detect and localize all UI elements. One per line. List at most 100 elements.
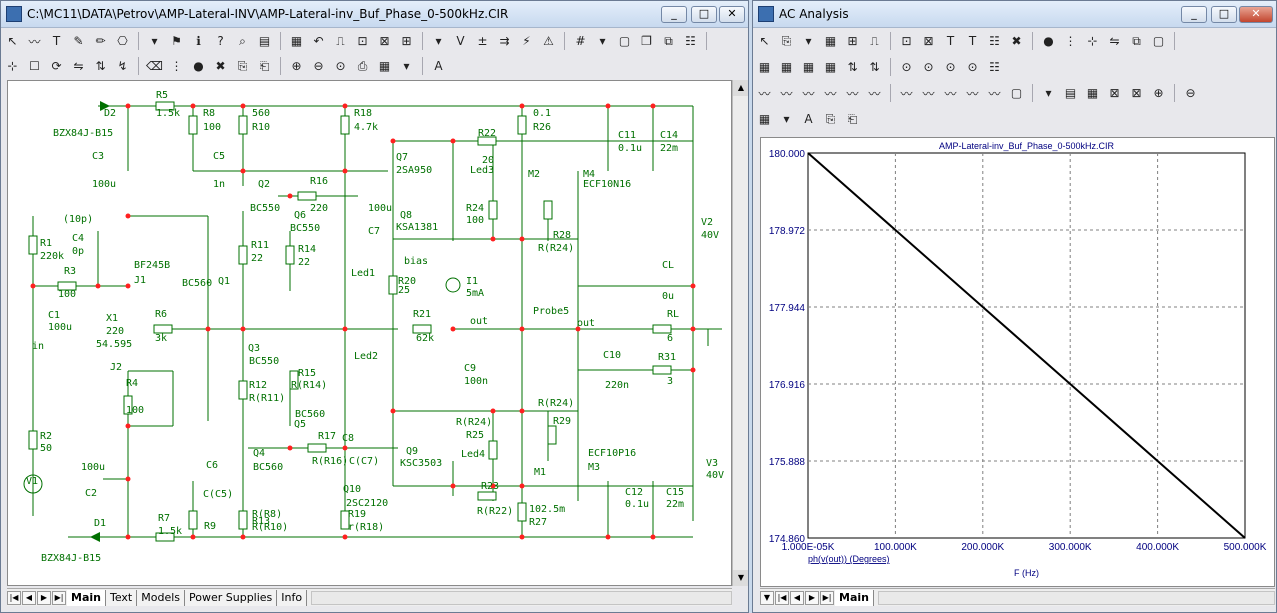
ac-zoom-out-icon[interactable]: ⊖ [1185,86,1196,100]
ac-props-icon[interactable]: ☷ [989,60,1000,74]
ac-dropdown-icon[interactable]: ▾ [1045,86,1052,100]
ac-wire-icon[interactable]: 〰 [802,86,815,101]
sch-dropdown-icon[interactable]: ▾ [599,34,606,48]
ac-mirror-icon[interactable]: ⇋ [1109,34,1120,48]
ac-zoom-fit-icon[interactable]: ⊙ [923,60,934,74]
tab-text[interactable]: Text [105,589,138,606]
maximize-button[interactable]: □ [691,6,717,23]
sch-select-arrow-icon[interactable]: ↖ [7,34,18,48]
sch-font-icon[interactable]: A [434,59,443,73]
ac-wire-icon[interactable]: 〰 [846,86,859,101]
analysis-tab-last-icon[interactable]: ▶| [820,590,834,605]
sch-help-icon[interactable]: ? [217,34,224,48]
sch-component-icon[interactable]: ⎔ [117,34,128,48]
ac-x-icon[interactable]: ✖ [1011,34,1022,48]
ac-copy-icon[interactable]: ⎘ [825,111,836,126]
sch-flip-icon[interactable]: ⇅ [95,59,106,73]
sch-graphic-icon[interactable]: ✏ [95,34,106,48]
ac-dropdown-icon[interactable]: ▾ [783,112,790,126]
ac-wire-icon[interactable]: 〰 [868,86,881,101]
ac-mstep-icon[interactable]: ⊠ [1109,86,1120,100]
tab-last-icon[interactable]: ▶| [52,590,66,605]
sch-props-icon[interactable]: ☷ [685,34,696,48]
ac-paste-icon[interactable]: ⎗ [847,111,858,126]
tab-models[interactable]: Models [137,589,185,606]
close-button[interactable]: ✕ [719,6,745,23]
sch-wrap-icon[interactable]: ↯ [117,59,128,73]
ac-tile-icon[interactable]: ⧉ [1132,33,1141,48]
ac-grid-icon[interactable]: ▦ [802,60,815,74]
schematic-horizontal-scrollbar[interactable] [311,590,732,605]
ac-text-icon[interactable]: T [946,34,955,48]
ac-wire-icon[interactable]: 〰 [900,86,913,101]
sch-mirror-icon[interactable]: ⇋ [73,59,84,73]
ac-flip-icon[interactable]: ⇅ [847,60,858,74]
ac-vstep-icon[interactable]: ⎍ [870,33,879,48]
schematic-vertical-scrollbar[interactable]: ▲ ▼ [732,80,748,586]
sch-current-icon[interactable]: ⇉ [499,34,510,48]
sch-checkbox-icon[interactable]: ☐ [29,59,40,73]
sch-x-icon[interactable]: ✖ [215,59,226,73]
ac-stop-icon[interactable]: ● [1043,34,1054,48]
sch-grid-icon[interactable]: ▦ [290,34,303,48]
tab-first-icon[interactable]: |◀ [7,590,21,605]
sch-vstep-icon[interactable]: ⎍ [336,33,345,48]
sch-copy-icon[interactable]: ⎘ [237,58,248,73]
sch-grid2-icon[interactable]: ▦ [378,59,391,73]
ac-page-icon[interactable]: ▢ [1010,86,1023,100]
sch-bin-icon[interactable]: ⌫ [146,59,163,73]
analysis-tab-next-icon[interactable]: ▶ [805,590,819,605]
sch-node-v-icon[interactable]: V [456,34,465,48]
tab-next-icon[interactable]: ▶ [37,590,51,605]
tab-info[interactable]: Info [277,589,308,606]
ac-zoom-fit-icon[interactable]: ⊙ [901,60,912,74]
sch-stop-icon[interactable]: ● [193,59,204,73]
analysis-horizontal-scrollbar[interactable] [877,590,1275,605]
ac-wire-icon[interactable]: 〰 [780,86,793,101]
ac-wire-icon[interactable]: 〰 [824,86,837,101]
sch-zoom-in-icon[interactable]: ⊕ [291,59,302,73]
ac-pins-icon[interactable]: ⋮ [1064,34,1077,48]
sch-info-icon[interactable]: ℹ [196,34,201,48]
ac-grid-icon[interactable]: ▦ [758,60,771,74]
sch-page-icon[interactable]: ▢ [618,34,631,48]
ac-mstep-icon[interactable]: ⊠ [923,34,934,48]
sch-dropdown-icon[interactable]: ▾ [403,59,410,73]
ac-text-icon[interactable]: T [968,34,977,48]
ac-props-icon[interactable]: ☷ [989,34,1000,48]
ac-wire-icon[interactable]: 〰 [966,86,979,101]
ac-text-box-icon[interactable]: ▤ [1064,86,1077,100]
scroll-down-arrow-icon[interactable]: ▼ [733,570,748,586]
ac-grid-icon[interactable]: ▦ [824,60,837,74]
ac-zoom-fit-icon[interactable]: ⊙ [945,60,956,74]
ac-wire-icon[interactable]: 〰 [758,86,771,101]
sch-power-icon[interactable]: ⚡ [522,34,531,48]
sch-dropdown-icon[interactable]: ▾ [151,34,158,48]
ac-page-icon[interactable]: ▢ [1152,34,1165,48]
sch-sweep-icon[interactable]: ⊞ [401,34,412,48]
ac-mstep-icon[interactable]: ⊠ [1131,86,1142,100]
analysis-tab-first-icon[interactable]: |◀ [775,590,789,605]
minimize-button[interactable]: _ [661,6,687,23]
analysis-tab-main[interactable]: Main [835,589,874,606]
sch-align-icon[interactable]: ⊹ [7,59,18,73]
tab-power-supplies[interactable]: Power Supplies [185,589,278,606]
sch-warning-icon[interactable]: ⚠ [543,34,554,48]
sch-plus-minus-icon[interactable]: ± [477,34,488,48]
ac-sweep-icon[interactable]: ⊞ [847,34,858,48]
sch-paste-icon[interactable]: ⎗ [259,58,270,73]
ac-font-icon[interactable]: A [804,112,813,126]
sch-pstep-icon[interactable]: ⊡ [357,34,368,48]
sch-rotate-icon[interactable]: ⟳ [51,59,62,73]
sch-text-icon[interactable]: T [52,34,61,48]
sch-pen-icon[interactable]: ✎ [73,34,84,48]
ac-select-arrow-icon[interactable]: ↖ [759,34,770,48]
tab-prev-icon[interactable]: ◀ [22,590,36,605]
sch-undo-icon[interactable]: ↶ [313,34,324,48]
ac-zoom-fit-icon[interactable]: ⊙ [967,60,978,74]
ac-dropdown-icon[interactable]: ▾ [805,34,812,48]
sch-pins-icon[interactable]: ⋮ [170,59,183,73]
ac-zoom-in-icon[interactable]: ⊕ [1153,86,1164,100]
